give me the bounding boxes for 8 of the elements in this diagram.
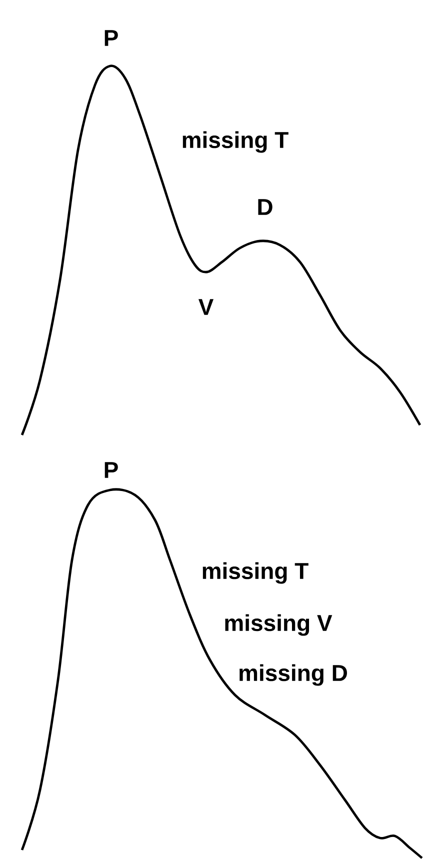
curve-label: P bbox=[104, 30, 118, 46]
curve-label: missing D bbox=[240, 664, 347, 686]
curve-label: D bbox=[258, 199, 272, 215]
curve-label: V bbox=[198, 299, 214, 315]
curve-label: missing V bbox=[225, 614, 332, 636]
curve-label: missing T bbox=[182, 131, 288, 153]
curve-label: P bbox=[104, 462, 118, 478]
curve-label: missing T bbox=[202, 562, 308, 584]
